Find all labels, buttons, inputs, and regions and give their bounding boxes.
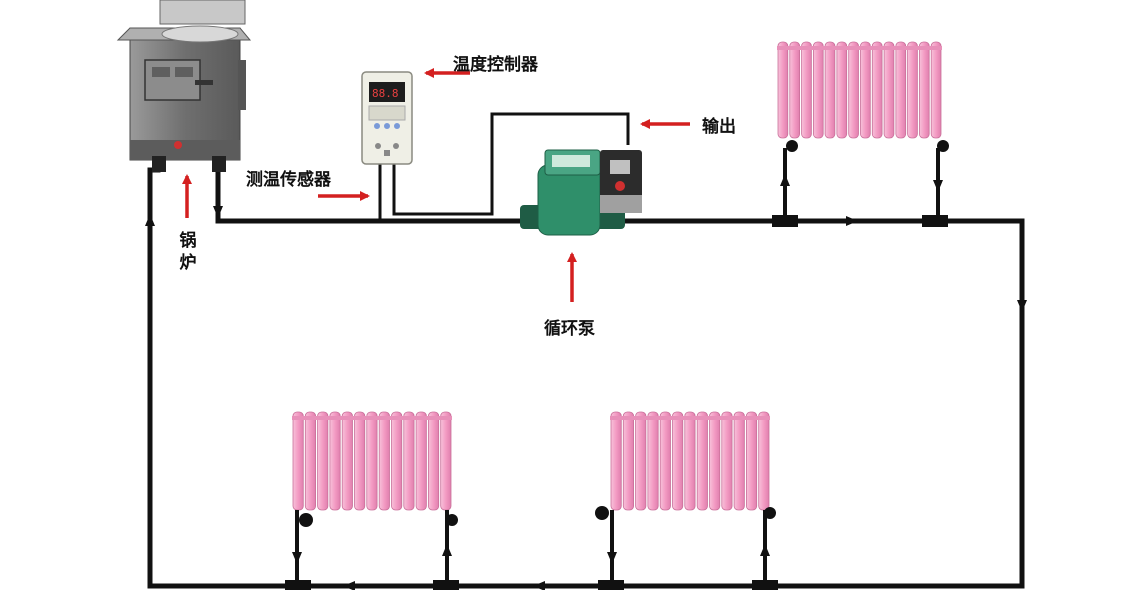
- radiator-fin: [789, 41, 800, 139]
- radiator-fin: [329, 411, 341, 511]
- radiator-fin: [871, 41, 883, 139]
- radiator-fin: [801, 41, 812, 139]
- sensor-label: 测温传感器: [246, 170, 331, 190]
- radiator-fin: [610, 411, 622, 511]
- radiator-fin: [777, 41, 789, 139]
- radiator-top-bar: [777, 46, 942, 50]
- circulation-pump-icon: [520, 149, 642, 236]
- radiator-fin: [684, 411, 696, 511]
- radiator-fin: [824, 41, 836, 139]
- radiator-fin: [304, 411, 316, 511]
- riser-flow-arrows: [292, 174, 943, 564]
- radiator-bottom-middle: [610, 411, 770, 511]
- radiator-fin: [354, 411, 366, 511]
- callout-arrows: [182, 68, 690, 302]
- radiator-top-bar: [610, 416, 770, 420]
- svg-text:88.8: 88.8: [372, 87, 399, 100]
- boiler-label-char-2: 炉: [179, 253, 197, 273]
- flow-arrows: [145, 206, 1027, 591]
- radiator-fin: [848, 41, 859, 139]
- controller-label: 温度控制器: [453, 55, 538, 75]
- radiator-fin: [659, 411, 671, 511]
- radiator-fin: [758, 411, 770, 511]
- radiator-fin: [930, 41, 942, 139]
- radiator-fin: [391, 411, 403, 511]
- radiator-fin: [836, 41, 848, 139]
- radiator-fin: [919, 41, 930, 139]
- radiator-fin: [415, 411, 427, 511]
- radiator-fin: [440, 411, 452, 511]
- radiator-fin: [746, 411, 758, 511]
- radiator-fin: [341, 411, 353, 511]
- radiator-fin: [860, 41, 871, 139]
- radiator-fin: [378, 411, 390, 511]
- radiator-fin: [672, 411, 684, 511]
- radiator-fin: [622, 411, 634, 511]
- radiator-fin: [292, 411, 304, 511]
- valve-icon: [285, 140, 949, 592]
- radiator-fin: [366, 411, 378, 511]
- thermostat-controller-icon: 88.8: [361, 71, 413, 165]
- radiator-fin: [696, 411, 708, 511]
- radiator-fin: [907, 41, 918, 139]
- output-label: 输出: [702, 117, 736, 137]
- boiler-label: 锅 炉: [178, 230, 198, 274]
- radiator-fin: [403, 411, 415, 511]
- radiator-fin: [427, 411, 440, 511]
- radiator-fin: [733, 411, 745, 511]
- radiator-fin: [317, 411, 329, 511]
- radiator-fin: [721, 411, 733, 511]
- pump-label: 循环泵: [544, 319, 595, 339]
- radiator-fin: [647, 411, 659, 511]
- radiator-top-bar: [292, 416, 452, 420]
- radiator-top-right: [777, 41, 942, 139]
- boiler-label-char-1: 锅: [179, 231, 197, 251]
- boiler-icon: [116, 0, 252, 172]
- controller-wires: [378, 112, 630, 221]
- radiator-fin: [895, 41, 907, 139]
- radiator-fin: [883, 41, 895, 139]
- radiator-fin: [635, 411, 647, 511]
- radiator-bottom-left: [292, 411, 452, 511]
- radiator-fin: [709, 411, 721, 511]
- radiator-fin: [813, 41, 824, 139]
